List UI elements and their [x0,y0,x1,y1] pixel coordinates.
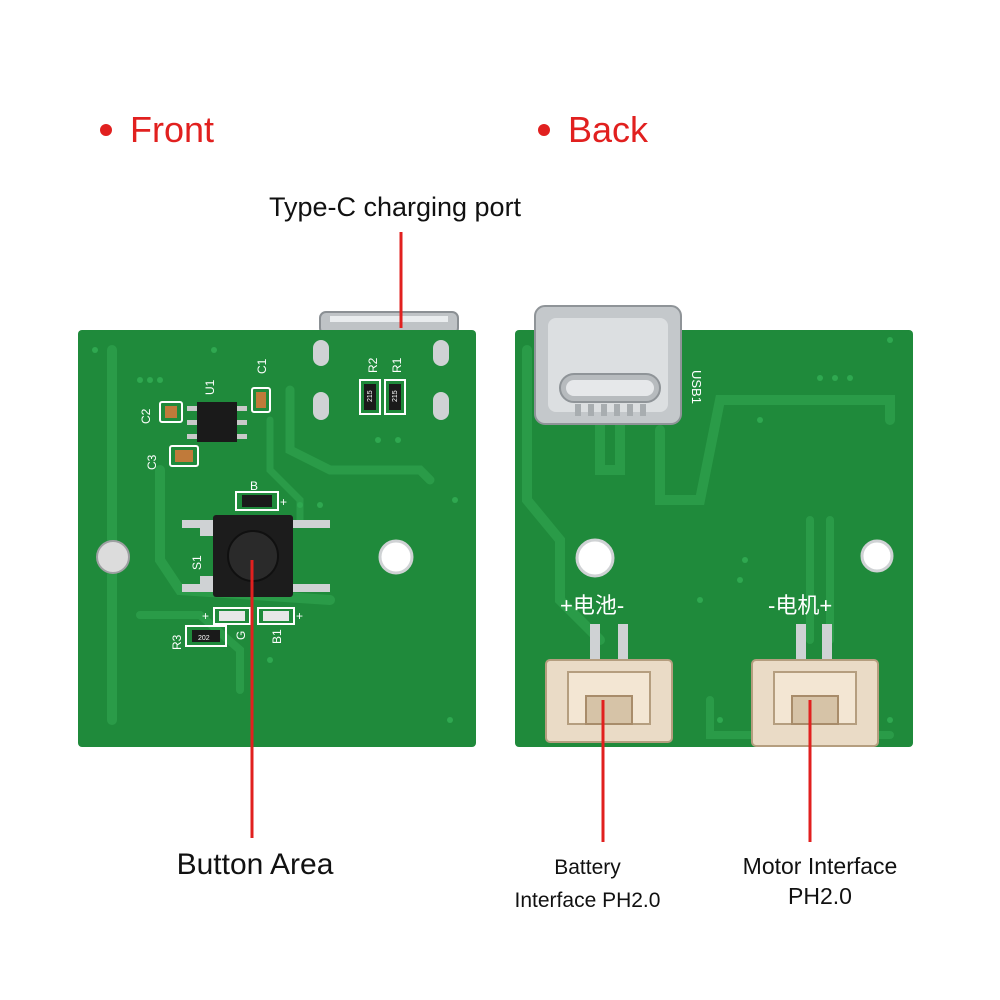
silk-u1: U1 [203,379,217,395]
silk-resistor-code-b: 215 [392,390,399,402]
button-area-label: Button Area [176,848,334,881]
battery-label-line1: Battery [554,856,621,879]
front-heading-text: Front [130,109,215,150]
front-usb-pad [433,392,449,420]
silk-resistor-code-c: 202 [198,635,210,642]
front-trace [266,416,304,524]
silk-battery: +电池- [560,593,624,618]
front-mounting-hole [378,539,414,575]
front-capacitor-c3 [175,450,193,462]
silk-c1: C1 [255,358,269,374]
front-usb-pad [433,340,449,366]
back-trace [655,395,895,505]
front-usb-pad [313,340,329,366]
silk-s1: S1 [190,555,204,570]
back-board: USB1 +电池- -电机+ [515,305,913,747]
front-resistor-r2 [364,384,376,410]
front-usb-pad [313,392,329,420]
front-board: U1 C1 C2 C3 R2 R1 215 215 S1 B + + + G B… [78,311,476,747]
back-trace [595,415,625,475]
silk-resistor-code-a: 215 [367,390,374,402]
silk-c3: C3 [145,454,159,470]
silk-r1: R1 [390,357,404,373]
silk-b1: B1 [270,629,284,644]
front-mounting-hole [96,540,130,574]
front-trace [285,385,435,485]
silk-b: B [250,479,258,493]
front-capacitor-c2 [165,406,177,418]
motor-label-line1: Motor Interface [742,853,898,879]
back-mounting-hole [575,538,615,578]
front-capacitor-c1 [256,392,266,408]
back-heading-text: Back [568,109,649,150]
front-usb-highlight [330,316,448,322]
silk-motor: -电机+ [768,593,832,618]
front-heading: Front [100,108,214,152]
type-c-label: Type-C charging port [268,192,522,222]
front-chip-u1 [197,402,237,442]
silk-plus-b1: + [296,609,303,623]
bullet-dot-icon [100,124,112,136]
motor-label-line2: PH2.0 [788,883,852,909]
battery-interface-label: Battery Interface PH2.0 [480,851,695,917]
front-resistor-r1 [389,384,401,410]
silk-r3: R3 [170,634,184,650]
silk-r2: R2 [366,357,380,373]
back-mounting-hole [860,539,894,573]
silk-usb1: USB1 [689,370,704,404]
back-pcb [515,330,913,747]
back-heading: Back [538,108,648,152]
bullet-dot-icon [538,124,550,136]
front-led-g [219,611,245,621]
front-led-b1 [263,611,289,621]
motor-interface-label: Motor Interface PH2.0 [710,851,930,911]
front-resistor-r3 [192,630,220,642]
back-trace [522,345,605,645]
back-trace [806,516,834,644]
silk-g: G [234,631,248,640]
silk-plus-b: + [280,495,287,509]
silk-plus-g: + [202,609,209,623]
silk-c2: C2 [139,408,153,424]
battery-label-line2: Interface PH2.0 [514,889,661,912]
